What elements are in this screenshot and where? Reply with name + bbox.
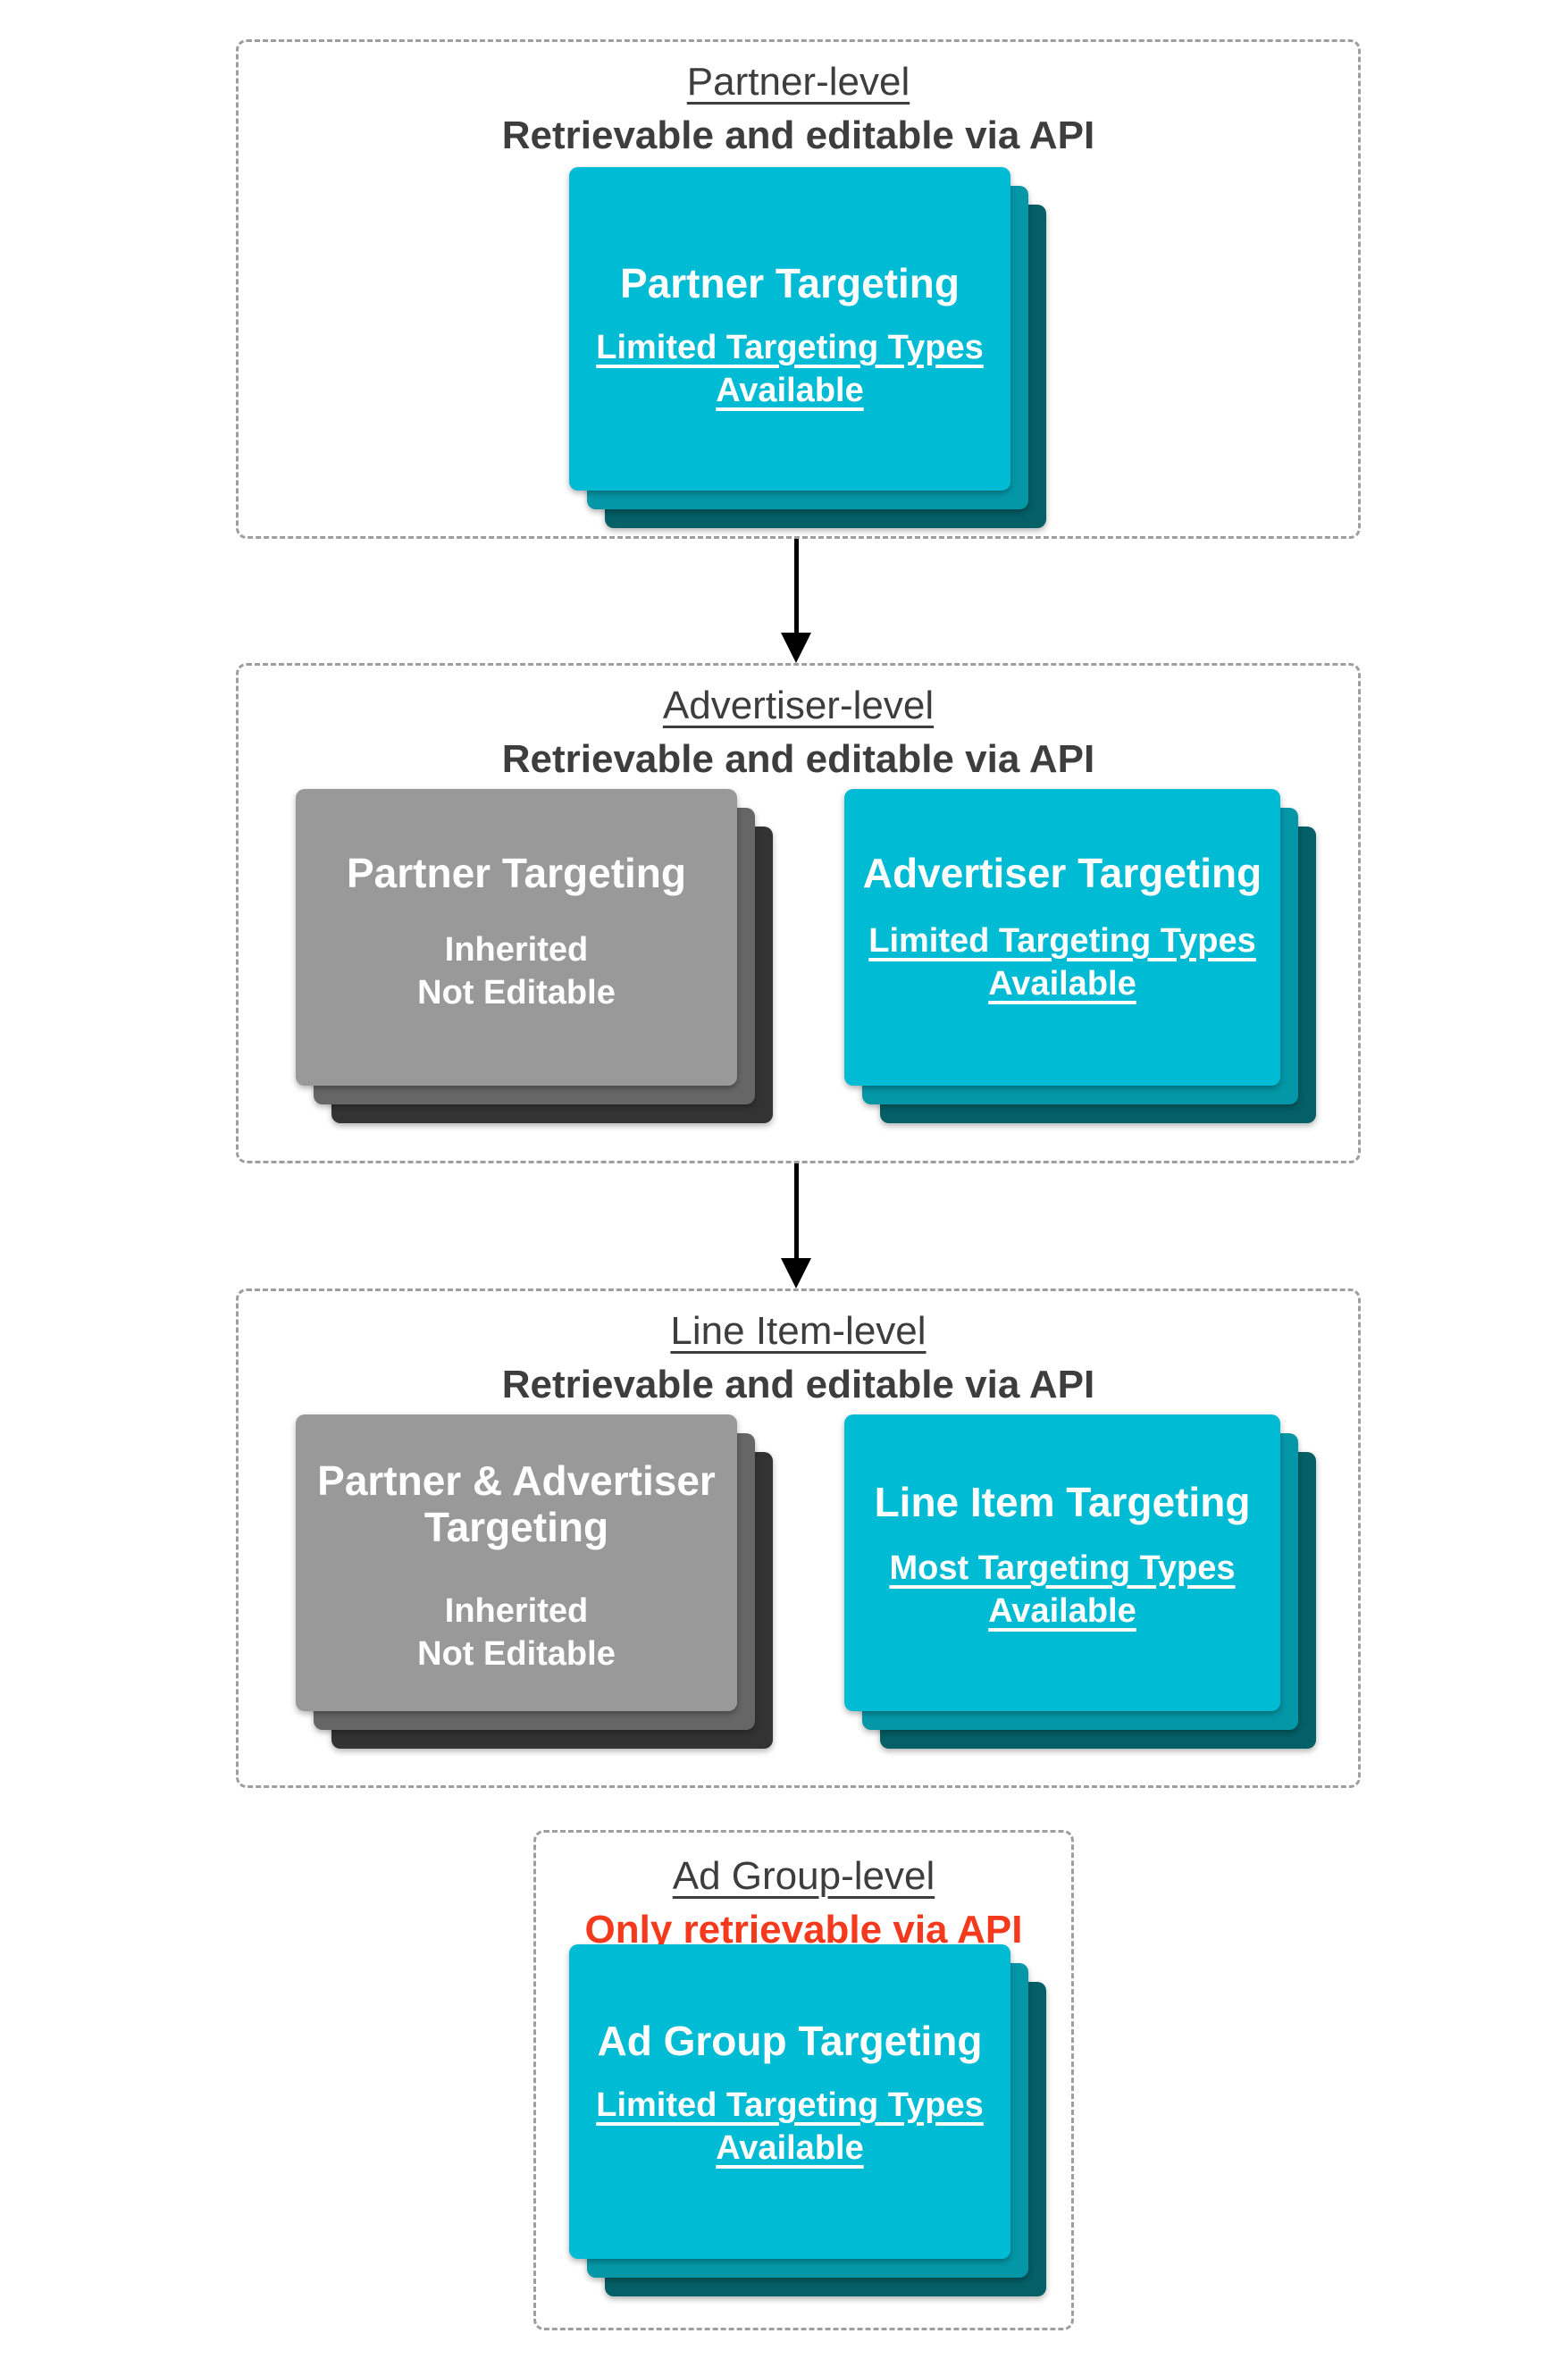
card-title: Partner & Advertiser Targeting (317, 1457, 716, 1550)
section-title: Partner-level (686, 60, 910, 104)
section-title: Advertiser-level (662, 684, 935, 727)
section-partner-level: Partner-level Retrievable and editable v… (236, 39, 1361, 539)
card-layer-front: Ad Group Targeting Limited Targeting Typ… (569, 1944, 1010, 2259)
card-layer-front: Partner Targeting Limited Targeting Type… (569, 167, 1010, 491)
card-ad-group-targeting: Ad Group Targeting Limited Targeting Typ… (569, 1944, 1046, 2296)
card-advertiser-targeting: Advertiser Targeting Limited Targeting T… (844, 789, 1316, 1123)
card-layer-front: Partner Targeting Inherited Not Editable (296, 789, 737, 1086)
card-subtitle-line: Available (716, 2129, 864, 2167)
arrow-shaft (794, 1163, 799, 1261)
section-header: Ad Group-level Only retrievable via API (536, 1852, 1071, 1954)
down-arrow-icon (781, 539, 811, 663)
card-subtitle: Limited Targeting Types Available (596, 326, 984, 412)
card-subtitle-line: Inherited (444, 1592, 589, 1630)
card-partner-targeting: Partner Targeting Limited Targeting Type… (569, 167, 1046, 528)
card-partner-advertiser-targeting-inherited: Partner & Advertiser Targeting Inherited… (296, 1414, 773, 1749)
card-title: Partner Targeting (620, 260, 960, 306)
card-subtitle: Limited Targeting Types Available (868, 919, 1256, 1005)
card-layer-front: Line Item Targeting Most Targeting Types… (844, 1414, 1280, 1711)
card-title: Line Item Targeting (874, 1479, 1251, 1525)
card-subtitle-line: Limited Targeting Types (868, 922, 1256, 960)
card-subtitle-line: Available (988, 965, 1136, 1003)
section-header: Advertiser-level Retrievable and editabl… (239, 682, 1358, 784)
card-line-item-targeting: Line Item Targeting Most Targeting Types… (844, 1414, 1316, 1749)
card-layer-front: Advertiser Targeting Limited Targeting T… (844, 789, 1280, 1086)
section-ad-group-level: Ad Group-level Only retrievable via API … (533, 1830, 1074, 2330)
card-subtitle-line: Most Targeting Types (889, 1549, 1236, 1587)
section-subtitle: Retrievable and editable via API (501, 1363, 1095, 1406)
down-arrow-icon (781, 1163, 811, 1288)
section-header: Partner-level Retrievable and editable v… (239, 58, 1358, 160)
card-subtitle-line: Limited Targeting Types (596, 2086, 984, 2124)
card-partner-targeting-inherited: Partner Targeting Inherited Not Editable (296, 789, 773, 1123)
card-subtitle: Limited Targeting Types Available (596, 2084, 984, 2170)
card-subtitle-line: Limited Targeting Types (596, 329, 984, 366)
arrow-head (781, 1258, 811, 1288)
card-subtitle-line: Available (716, 372, 864, 409)
card-title: Partner Targeting (347, 850, 686, 896)
section-subtitle: Retrievable and editable via API (501, 113, 1095, 157)
section-title: Ad Group-level (672, 1854, 935, 1898)
card-title: Ad Group Targeting (597, 2018, 983, 2064)
section-title: Line Item-level (670, 1309, 927, 1353)
section-line-item-level: Line Item-level Retrievable and editable… (236, 1288, 1361, 1788)
card-subtitle-line: Not Editable (417, 1635, 616, 1673)
section-advertiser-level: Advertiser-level Retrievable and editabl… (236, 663, 1361, 1163)
card-title-line: Partner & Advertiser (317, 1457, 716, 1504)
section-subtitle: Retrievable and editable via API (501, 737, 1095, 781)
card-subtitle-line: Inherited (444, 931, 589, 969)
section-header: Line Item-level Retrievable and editable… (239, 1307, 1358, 1409)
card-subtitle: Inherited Not Editable (417, 1590, 616, 1675)
card-title: Advertiser Targeting (862, 850, 1262, 896)
card-subtitle-line: Not Editable (417, 974, 616, 1011)
card-subtitle: Inherited Not Editable (417, 928, 616, 1014)
arrow-shaft (794, 539, 799, 635)
card-subtitle: Most Targeting Types Available (889, 1547, 1235, 1633)
card-subtitle-line: Available (988, 1592, 1136, 1630)
section-subtitle: Only retrievable via API (584, 1908, 1023, 1952)
card-layer-front: Partner & Advertiser Targeting Inherited… (296, 1414, 737, 1711)
card-title-line: Targeting (423, 1504, 609, 1550)
arrow-head (781, 633, 811, 663)
